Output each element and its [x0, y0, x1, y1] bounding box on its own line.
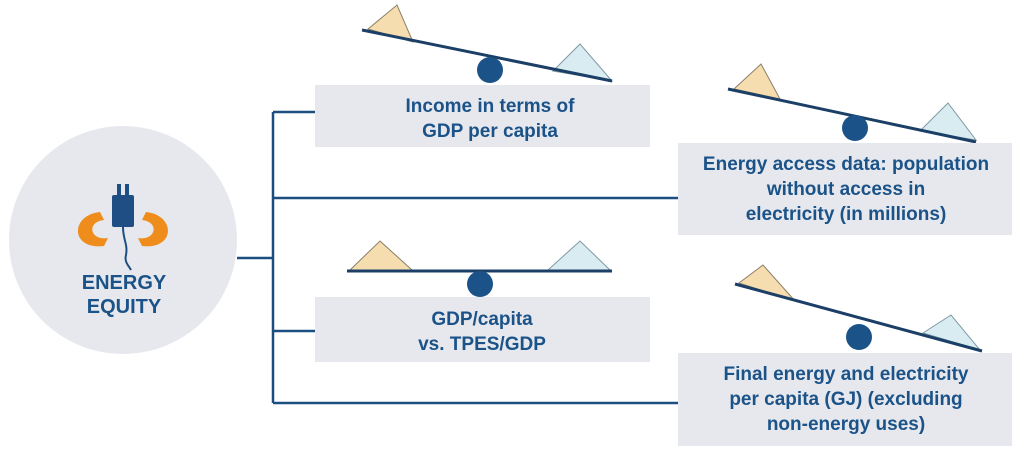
- plug-prong-left: [117, 184, 121, 196]
- scale-beam: [361, 28, 613, 83]
- hub-title-line2: EQUITY: [87, 296, 162, 318]
- scale-right-triangle: [921, 314, 982, 351]
- scale-left-triangle: [737, 264, 797, 303]
- hub-title-line1: ENERGY: [82, 272, 167, 294]
- plug-body: [112, 195, 134, 227]
- connector-tree: [237, 110, 678, 405]
- plug-prong-right: [125, 184, 129, 196]
- hub-circle: [9, 126, 237, 354]
- balance-scale-icon: [347, 240, 612, 297]
- scale-left-triangle: [348, 240, 414, 271]
- indicator-final-energy: Final energy and electricity per capita …: [678, 264, 1012, 446]
- indicator-label-line2: vs. TPES/GDP: [418, 334, 546, 355]
- plug-icon: [77, 184, 169, 271]
- energy-equity-hub: ENERGY EQUITY: [9, 126, 237, 354]
- scale-right-triangle: [918, 102, 978, 141]
- balance-scale-icon: [734, 264, 983, 353]
- balance-scale-icon: [727, 63, 978, 144]
- indicator-label-line3: non-energy uses): [767, 414, 925, 435]
- indicator-box: [678, 143, 1012, 235]
- indicator-label-line1: Income in terms of: [406, 96, 576, 117]
- indicator-label-line2: without access in: [766, 179, 925, 200]
- scale-beam: [734, 282, 983, 353]
- scale-right-triangle: [546, 240, 612, 271]
- scale-pivot: [842, 115, 868, 141]
- orange-swirl-icon-right: [138, 212, 169, 247]
- indicator-label-line3: electricity (in millions): [746, 204, 947, 225]
- indicator-income: Income in terms of GDP per capita: [315, 4, 650, 147]
- indicator-label-line2: per capita (GJ) (excluding: [729, 389, 962, 410]
- balance-scale-icon: [361, 4, 614, 83]
- scale-pivot: [467, 271, 493, 297]
- scale-pivot: [477, 57, 503, 83]
- indicator-gdp-tpes: GDP/capita vs. TPES/GDP: [315, 240, 650, 362]
- indicator-label-line1: GDP/capita: [431, 309, 533, 330]
- orange-swirl-icon: [77, 212, 108, 247]
- indicator-box: [315, 297, 650, 362]
- indicator-box: [315, 85, 650, 147]
- indicator-label-line1: Energy access data: population: [703, 154, 989, 175]
- indicator-box: [678, 353, 1012, 446]
- indicator-label-line2: GDP per capita: [422, 121, 558, 142]
- plug-cable: [122, 226, 132, 271]
- indicator-label-line1: Final energy and electricity: [724, 364, 969, 385]
- indicator-energy-access: Energy access data: population without a…: [678, 63, 1012, 235]
- scale-pivot: [846, 324, 872, 350]
